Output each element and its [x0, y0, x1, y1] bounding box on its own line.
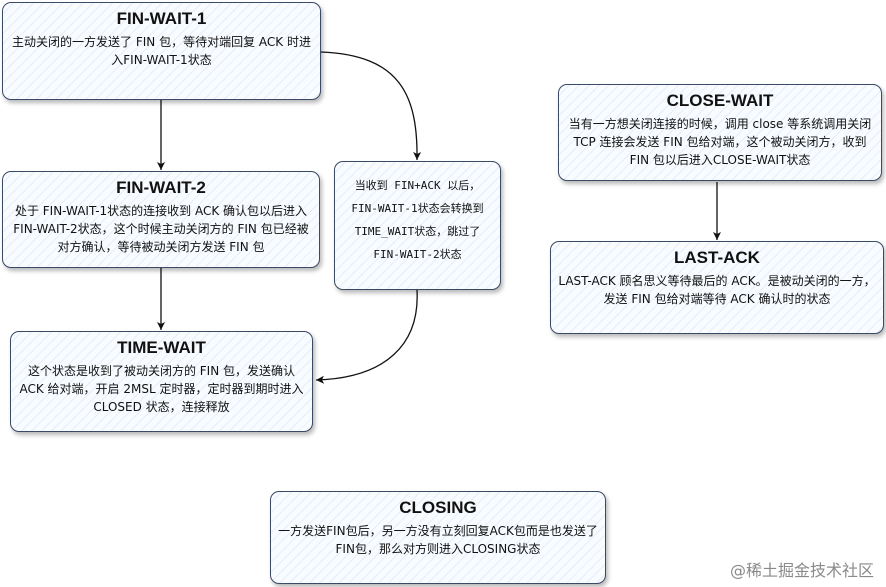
state-fin-wait-1: FIN-WAIT-1 主动关闭的一方发送了 FIN 包，等待对端回复 ACK 时… — [2, 2, 321, 100]
state-fin-wait-2-desc: 处于 FIN-WAIT-1状态的连接收到 ACK 确认包以后进入FIN-WAIT… — [13, 204, 309, 254]
state-closing: CLOSING 一方发送FIN包后，另一方没有立刻回复ACK包而是也发送了FIN… — [270, 491, 606, 584]
state-close-wait-title: CLOSE-WAIT — [666, 91, 774, 110]
state-last-ack: LAST-ACK LAST-ACK 顾名思义等待最后的 ACK。是被动关闭的一方… — [550, 241, 884, 334]
state-time-wait: TIME-WAIT 这个状态是收到了被动关闭方的 FIN 包，发送确认 ACK … — [10, 331, 313, 432]
state-time-wait-desc: 这个状态是收到了被动关闭方的 FIN 包，发送确认 ACK 给对端，开启 2MS… — [19, 364, 304, 414]
state-last-ack-title: LAST-ACK — [674, 248, 760, 267]
state-time-wait-title: TIME-WAIT — [117, 338, 206, 357]
watermark: @稀土掘金技术社区 — [729, 561, 874, 580]
arrow-finwait1-to-finack-note — [320, 51, 422, 161]
state-closing-title: CLOSING — [399, 498, 477, 517]
state-close-wait-desc: 当有一方想关闭连接的时候，调用 close 等系统调用关闭 TCP 连接会发送 … — [568, 117, 872, 167]
state-fin-wait-2: FIN-WAIT-2 处于 FIN-WAIT-1状态的连接收到 ACK 确认包以… — [2, 171, 320, 268]
state-fin-wait-2-title: FIN-WAIT-2 — [116, 178, 206, 197]
state-close-wait: CLOSE-WAIT 当有一方想关闭连接的时候，调用 close 等系统调用关闭… — [558, 84, 882, 181]
state-closing-desc: 一方发送FIN包后，另一方没有立刻回复ACK包而是也发送了FIN包，那么对方则进… — [278, 524, 598, 556]
state-fin-wait-1-title: FIN-WAIT-1 — [116, 9, 207, 28]
fin-ack-transition-note: 当收到 FIN+ACK 以后，FIN-WAIT-1状态会转换到TIME_WAIT… — [334, 161, 501, 290]
state-fin-wait-1-desc: 主动关闭的一方发送了 FIN 包，等待对端回复 ACK 时进入FIN-WAIT-… — [12, 35, 311, 67]
arrow-finack-note-to-timewait — [315, 289, 418, 384]
state-last-ack-desc: LAST-ACK 顾名思义等待最后的 ACK。是被动关闭的一方，发送 FIN 包… — [558, 274, 876, 306]
fin-ack-transition-note-desc: 当收到 FIN+ACK 以后，FIN-WAIT-1状态会转换到TIME_WAIT… — [351, 179, 484, 261]
